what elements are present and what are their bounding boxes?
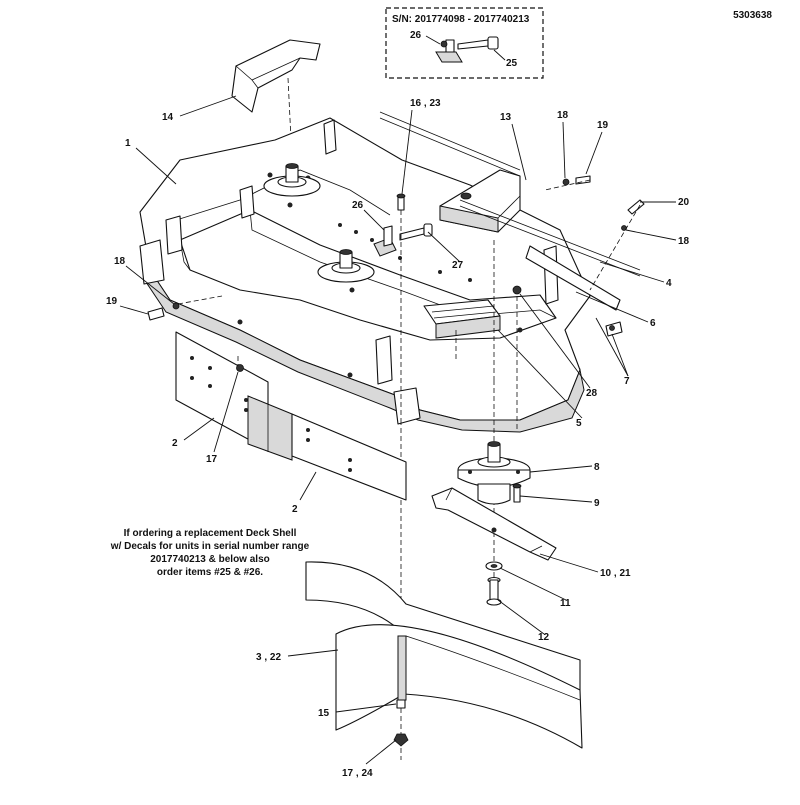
callout-4: 4 [666,278,672,289]
callout-8: 8 [594,462,600,473]
callout-inset-26: 26 [410,30,422,41]
callout-18-left: 18 [114,256,126,267]
callout-19-left: 19 [106,296,118,307]
callout-18-right: 18 [678,236,690,247]
callout-inset-25: 25 [506,58,518,69]
callout-15: 15 [318,708,330,719]
callout-20: 20 [678,197,690,208]
bolt-part-12 [486,576,502,606]
belt-cover-part-13 [439,169,521,233]
callout-2-left: 2 [172,438,178,449]
callout-10-21: 10 , 21 [600,568,631,579]
bolt-part-9 [512,483,522,503]
lower-baffle-part-3-22 [305,561,583,749]
spindle-assembly-part-8 [457,441,531,505]
nut-part-17-24 [393,733,409,747]
callout-2-right: 2 [292,504,298,515]
callout-labels: 14 1 16 , 23 13 18 19 20 18 26 27 4 18 1… [106,98,690,779]
callout-27: 27 [452,260,464,271]
deck-cover-part-14 [231,39,321,113]
bumper-pad-part-5 [423,299,501,339]
callout-19-top: 19 [597,120,609,131]
baffle-part-2-right [291,413,407,501]
screw-part-15 [396,699,406,709]
callout-16-23: 16 , 23 [410,98,441,109]
deck-hanger-brackets [139,119,559,425]
callout-5: 5 [576,418,582,429]
callout-26: 26 [352,200,364,211]
serial-inset-box: S/N: 201774098 - 2017740213 26 25 [385,7,544,79]
note-line-1: If ordering a replacement Deck Shell [124,528,297,539]
bolt-part-20 [621,199,645,231]
deck-bracket-26-inset [435,39,463,63]
callout-1: 1 [125,138,131,149]
callout-3-22: 3 , 22 [256,652,281,663]
drawing-number: 5303638 [733,10,772,21]
callout-17-24: 17 , 24 [342,768,373,779]
washer-part-11 [485,561,503,571]
order-note: If ordering a replacement Deck Shell w/ … [110,528,310,578]
callout-6: 6 [650,318,656,329]
callout-28: 28 [586,388,598,399]
baffle-part-2-center [247,395,293,461]
note-line-3: 2017740213 & below also [150,554,270,565]
hardware-left-18-19 [147,302,180,321]
callout-7: 7 [624,376,630,387]
deck-spindle-left [263,163,321,197]
deck-spindle-center [317,249,375,283]
note-line-4: order items #25 & #26. [157,567,263,578]
callout-11: 11 [560,598,571,609]
callout-9: 9 [594,498,600,509]
callout-12: 12 [538,632,550,643]
nut-part-17 [236,364,244,372]
callout-18-top: 18 [557,110,569,121]
callout-17: 17 [206,454,218,465]
pin-part-16-23 [396,193,406,211]
serial-inset-title: S/N: 201774098 - 2017740213 [392,14,530,25]
nut-part-28 [512,285,522,295]
bracket-part-26-deck [373,225,397,257]
note-line-2: w/ Decals for units in serial number ran… [110,541,310,552]
screw-25-inset [457,36,499,50]
belt-guard-rods [379,111,641,311]
blade-part-10-21 [431,487,557,561]
leader-lines [119,95,677,765]
hardware-right-18-19 [562,175,591,186]
screw-part-27 [399,223,433,241]
callout-14: 14 [162,112,174,123]
hardware-part-7 [605,321,623,337]
callout-13: 13 [500,112,512,123]
